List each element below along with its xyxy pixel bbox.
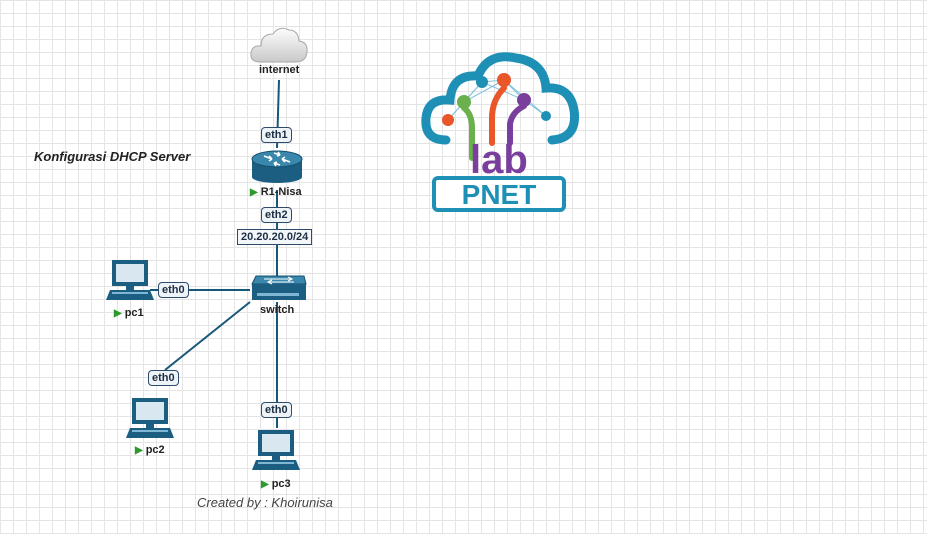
running-status-icon: ▶ — [114, 308, 122, 319]
switch-label: switch — [260, 304, 295, 316]
pc-icon — [252, 430, 300, 470]
link-switch-pc2[interactable] — [164, 301, 251, 371]
switch-icon — [251, 275, 307, 300]
running-status-icon: ▶ — [135, 445, 143, 456]
pc1-label: ▶pc1 — [114, 307, 144, 319]
logo-lab-text: lab — [470, 138, 528, 182]
pc1-node[interactable]: ▶pc1 — [104, 258, 156, 319]
internet-node[interactable]: internet — [248, 22, 310, 76]
router-icon — [251, 150, 303, 183]
pc2-name: pc2 — [145, 444, 165, 456]
pc-icon — [106, 260, 154, 300]
interface-label-pc3-eth0[interactable]: eth0 — [261, 402, 292, 418]
internet-label: internet — [259, 64, 300, 76]
title-text-note[interactable]: Konfigurasi DHCP Server — [34, 149, 191, 164]
router-label: ▶R1-Nisa — [250, 186, 302, 198]
pc1-name: pc1 — [124, 307, 144, 319]
pnet-lab-logo-icon: lab PNET — [421, 52, 580, 212]
running-status-icon: ▶ — [250, 187, 258, 198]
pc3-name: pc3 — [271, 478, 291, 490]
pc2-label: ▶pc2 — [135, 444, 165, 456]
credit-text-note[interactable]: Created by : Khoirunisa — [197, 495, 333, 510]
router-name: R1-Nisa — [260, 186, 302, 198]
interface-label-router-eth2[interactable]: eth2 — [261, 207, 292, 223]
pc3-label: ▶pc3 — [261, 478, 291, 490]
network-label[interactable]: 20.20.20.0/24 — [237, 229, 313, 245]
interface-label-pc2-eth0[interactable]: eth0 — [148, 370, 179, 386]
logo-pnet-text: PNET — [462, 179, 537, 210]
switch-node[interactable]: switch — [248, 274, 308, 316]
running-status-icon: ▶ — [261, 479, 269, 490]
cloud-icon — [250, 27, 308, 63]
interface-label-router-eth1[interactable]: eth1 — [261, 127, 292, 143]
pc3-node[interactable]: ▶pc3 — [250, 428, 302, 490]
interface-label-pc1-eth0[interactable]: eth0 — [158, 282, 189, 298]
pnet-lab-logo: lab PNET — [420, 48, 580, 221]
router-node[interactable]: ▶R1-Nisa — [250, 147, 304, 198]
pc2-node[interactable]: ▶pc2 — [124, 396, 176, 456]
pc-icon — [126, 398, 174, 438]
